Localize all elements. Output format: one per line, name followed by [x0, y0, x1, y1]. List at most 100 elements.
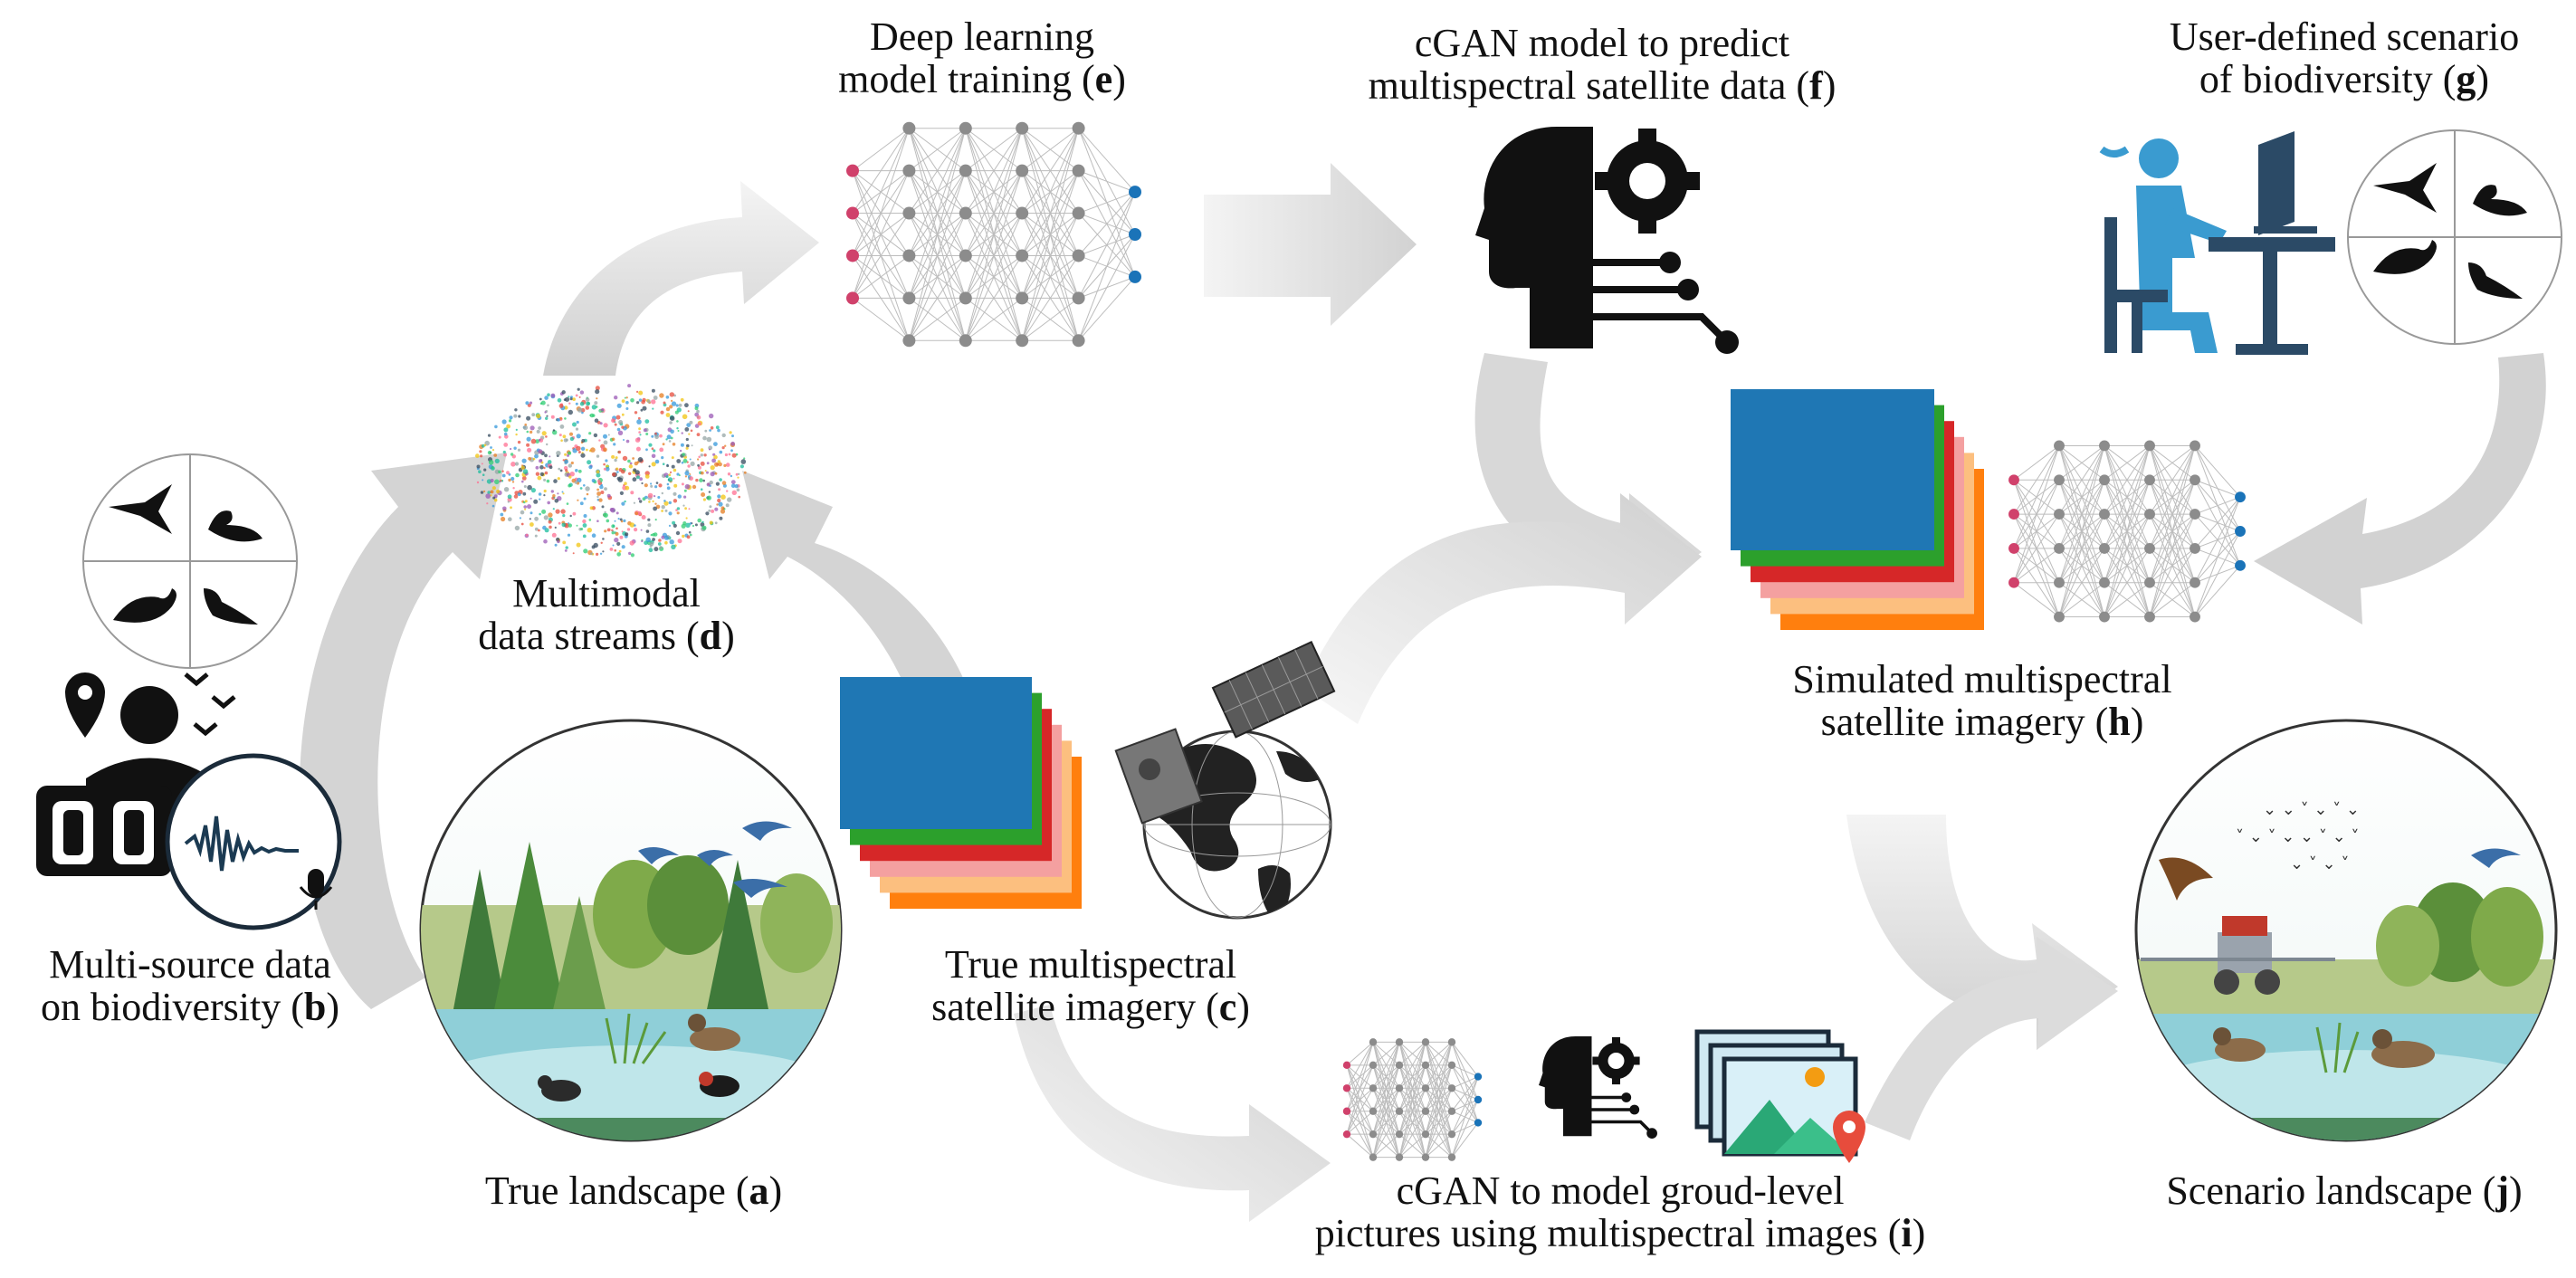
- nn-node: [1072, 249, 1085, 262]
- nn-node: [1072, 291, 1085, 305]
- nn-node: [1369, 1084, 1378, 1092]
- species-circle-b: [82, 453, 298, 669]
- nn-node: [1395, 1153, 1404, 1161]
- nn-node: [1395, 1107, 1404, 1115]
- nn-node: [1342, 1084, 1351, 1092]
- nn-node: [1369, 1153, 1378, 1161]
- arrow-e-to-f: [1204, 163, 1417, 326]
- nn-node: [2008, 474, 2019, 486]
- svg-text:⌄ ˅ ⌄ ˅: ⌄ ˅ ⌄ ˅: [2290, 854, 2349, 873]
- true-multispectral-stack: [840, 677, 1082, 909]
- nn-node: [902, 206, 916, 220]
- nn-node: [1016, 121, 1029, 135]
- nn-node: [1369, 1038, 1378, 1046]
- arrow-c-to-i: [1014, 1005, 1331, 1222]
- nn-node: [902, 334, 916, 348]
- neural-network-training: [846, 121, 1141, 348]
- nn-node: [1474, 1095, 1483, 1104]
- nn-node: [2099, 509, 2110, 520]
- nn-node: [1447, 1084, 1456, 1092]
- nn-node: [902, 121, 916, 135]
- spectral-layer: [1731, 389, 1934, 550]
- nn-node: [2144, 577, 2155, 588]
- nn-node: [1447, 1061, 1456, 1070]
- nn-node: [2190, 611, 2200, 623]
- nn-node: [1369, 1107, 1378, 1115]
- nn-node: [1447, 1153, 1456, 1161]
- nn-node: [846, 249, 859, 262]
- nn-node: [959, 334, 972, 348]
- nn-node: [2190, 542, 2200, 554]
- picture-icon: [1694, 1029, 1858, 1157]
- nn-node: [1447, 1038, 1456, 1046]
- neural-network-i: [1342, 1038, 1483, 1161]
- nn-node: [846, 206, 859, 220]
- nn-node: [1395, 1038, 1404, 1046]
- duck-icon: [688, 1014, 740, 1051]
- swallow-silhouette-icon: [109, 484, 172, 534]
- nn-node: [2008, 509, 2019, 520]
- nn-node: [1421, 1084, 1430, 1092]
- blackbird-silhouette-icon: [113, 588, 177, 623]
- nn-node: [1421, 1153, 1430, 1161]
- nn-node: [1342, 1061, 1351, 1070]
- nn-node: [902, 249, 916, 262]
- nn-node: [2235, 526, 2246, 537]
- nn-node: [2054, 474, 2065, 486]
- nn-node: [2144, 440, 2155, 452]
- nn-node: [1129, 228, 1141, 241]
- swallow-silhouette-icon: [2373, 163, 2437, 213]
- arrow-b-to-d: [299, 453, 507, 1009]
- nn-node: [2099, 474, 2110, 486]
- nn-node: [1447, 1107, 1456, 1115]
- nn-node: [1129, 270, 1141, 283]
- nn-node: [1016, 206, 1029, 220]
- nn-node: [959, 164, 972, 177]
- gear-head-icon-i: [1539, 1036, 1657, 1139]
- nn-node: [2054, 440, 2065, 452]
- reed-icon: [605, 1013, 667, 1064]
- tree-icon: [453, 842, 833, 1014]
- microphone-icon: [299, 869, 333, 910]
- nn-node: [2190, 474, 2200, 486]
- nn-node: [1072, 334, 1085, 348]
- nn-node: [2235, 491, 2246, 503]
- nn-node: [1395, 1061, 1404, 1070]
- birds-flying-icon: [184, 672, 236, 737]
- nn-node: [2235, 559, 2246, 571]
- nn-node: [1421, 1038, 1430, 1046]
- duck-silhouette-icon: [208, 510, 262, 542]
- nn-node: [2099, 577, 2110, 588]
- tractor-icon: [2141, 916, 2335, 995]
- nn-node: [2099, 440, 2110, 452]
- nn-node: [959, 291, 972, 305]
- duck-icon: [2213, 1027, 2435, 1068]
- arrow-c-to-h: [1303, 493, 1702, 724]
- nn-node: [2008, 542, 2019, 554]
- nn-node: [1016, 164, 1029, 177]
- nn-node: [959, 121, 972, 135]
- swallow-flock-icon: [638, 821, 792, 898]
- nn-node: [1072, 206, 1085, 220]
- arrows: [299, 163, 2546, 1222]
- true-landscape-illustration: [419, 719, 843, 1142]
- scenario-landscape-illustration: ⌄ ⌄ ˅ ⌄ ˅ ⌄ ˅ ⌄ ˅ ⌄ ⌄ ˅ ⌄ ˅ ⌄ ˅ ⌄ ˅: [2134, 719, 2558, 1142]
- nn-node: [1342, 1107, 1351, 1115]
- neural-network-h: [2008, 440, 2246, 623]
- nn-node: [959, 206, 972, 220]
- multi-source-data-illustration: [36, 453, 342, 930]
- arrow-i-to-j: [1865, 937, 2118, 1140]
- nn-node: [1016, 249, 1029, 262]
- nn-node: [1016, 291, 1029, 305]
- nn-node: [1421, 1130, 1430, 1139]
- nn-node: [2144, 611, 2155, 623]
- nn-node: [2190, 577, 2200, 588]
- label-scenario-landscape: Scenario landscape (j): [2166, 1168, 2522, 1213]
- nn-node: [2008, 577, 2019, 588]
